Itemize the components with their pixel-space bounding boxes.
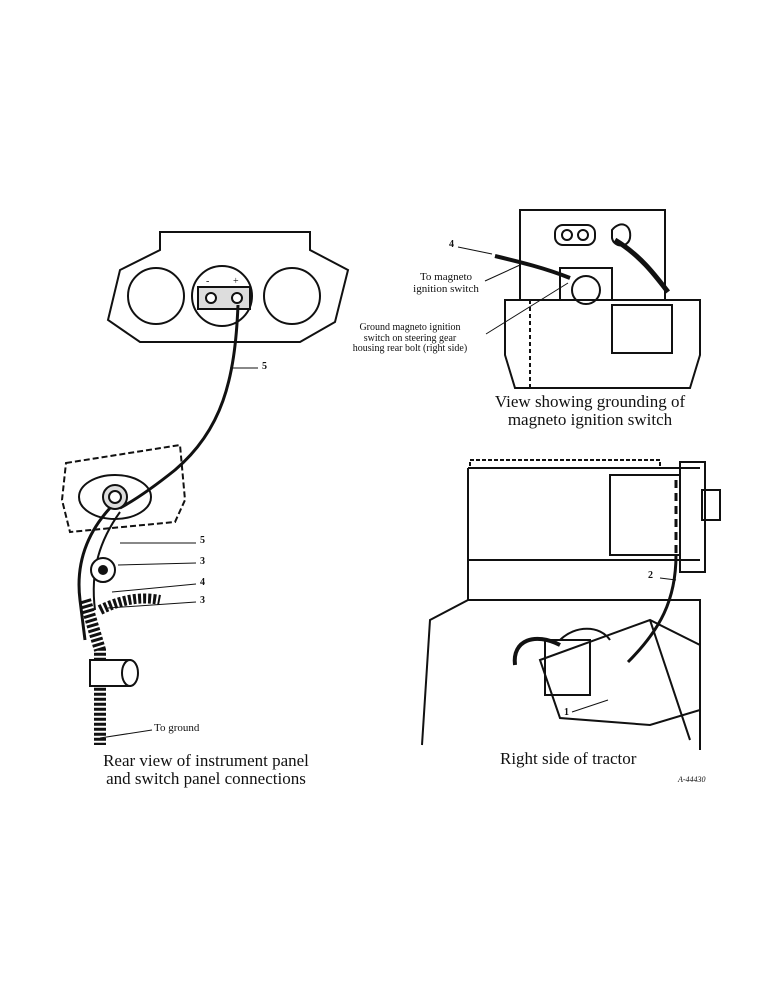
left-caption-line1: Rear view of instrument panel <box>103 751 309 770</box>
center-gauge <box>191 265 253 327</box>
wire-2 <box>626 554 678 664</box>
callout-2: 2 <box>648 570 653 581</box>
tractor-side-drawing <box>421 461 721 750</box>
left-caption-line2: and switch panel connections <box>106 768 306 788</box>
figure-id: A-44430 <box>678 775 706 784</box>
right-gauge <box>263 267 321 325</box>
callout-5: 5 <box>200 535 205 546</box>
callout-3-lower: 3 <box>200 595 205 606</box>
magneto-switch-label: To magneto ignition switch <box>402 271 490 295</box>
left-gauge <box>127 267 185 325</box>
svg-text:-: - <box>206 276 209 287</box>
top-right-caption-line2: magneto ignition switch <box>507 409 673 429</box>
switch-panel-drawing <box>60 443 187 534</box>
callout-1: 1 <box>564 707 569 718</box>
to-ground-label: To ground <box>154 722 200 734</box>
wiring-harness <box>77 506 197 745</box>
top-right-caption: View showing grounding of magneto igniti… <box>480 393 700 429</box>
wire-5 <box>119 304 240 510</box>
top-right-caption-line1: View showing grounding of <box>494 392 686 411</box>
ground-label-line2: switch on steering gear <box>363 332 457 344</box>
callout-5-top: 5 <box>262 361 267 372</box>
instrument-panel-drawing: - + <box>106 231 350 343</box>
callout-4-left: 4 <box>200 577 205 588</box>
bottom-right-caption: Right side of tractor <box>500 749 637 768</box>
steering-housing-drawing <box>504 209 701 389</box>
svg-text:+: + <box>233 276 239 287</box>
ground-label: Ground magneto ignition switch on steeri… <box>330 322 490 355</box>
left-caption: Rear view of instrument panel and switch… <box>86 752 326 788</box>
magneto-label-line2: ignition switch <box>413 282 479 295</box>
callout-3-upper: 3 <box>200 556 205 567</box>
ground-label-line1: Ground magneto ignition <box>359 322 461 333</box>
wire-4 <box>494 254 571 280</box>
magneto-label-line1: To magneto <box>419 271 473 283</box>
ground-label-line3: housing rear bolt (right side) <box>352 343 468 354</box>
callout-4-top-right: 4 <box>449 239 454 250</box>
